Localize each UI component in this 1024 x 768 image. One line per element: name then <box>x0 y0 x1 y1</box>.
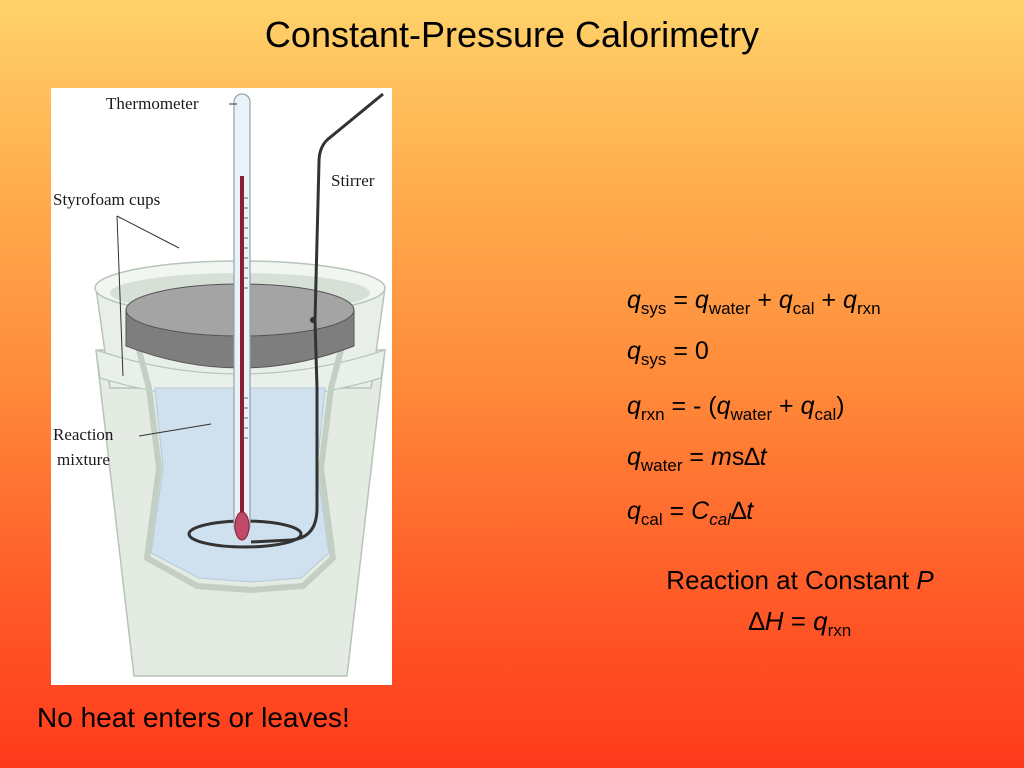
stirrer <box>250 92 384 544</box>
equation-q-rxn: qrxn = - (qwater + qcal) <box>627 392 845 424</box>
equation-q-sys-zero: qsys = 0 <box>627 337 709 369</box>
thermometer-mercury <box>240 176 244 526</box>
styrofoam-cups-label: Styrofoam cups <box>53 190 160 209</box>
cup-inner-wall <box>128 319 352 594</box>
styrofoam-leader-line-2 <box>116 215 124 377</box>
calorimeter-diagram: Thermometer Stirrer Styrofoam cups React… <box>53 92 386 677</box>
equation-q-cal: qcal = Ccal∆t <box>627 497 754 529</box>
styrofoam-leader-line-1 <box>116 215 180 249</box>
thermometer-scale <box>243 197 248 439</box>
calorimeter-figure: Thermometer Stirrer Styrofoam cups React… <box>51 88 392 685</box>
stirrer-label: Stirrer <box>331 171 375 190</box>
reaction-leader-line <box>138 423 212 437</box>
enthalpy-equation: ∆H = qrxn <box>748 606 852 640</box>
thermometer-label: Thermometer <box>106 94 199 113</box>
reaction-label-line1: Reaction <box>53 425 114 444</box>
equation-q-sys-sum: qsys = qwater + qcal + qrxn <box>627 286 881 318</box>
equation-q-water: qwater = ms∆t <box>627 443 767 475</box>
stirrer-pivot <box>310 317 316 323</box>
footer-note: No heat enters or leaves! <box>37 702 350 733</box>
thermometer-bulb <box>234 511 250 541</box>
slide-title: Constant-Pressure Calorimetry <box>264 14 760 55</box>
reaction-label-line2: mixture <box>57 450 110 469</box>
constant-pressure-heading: Reaction at Constant P <box>666 565 934 595</box>
